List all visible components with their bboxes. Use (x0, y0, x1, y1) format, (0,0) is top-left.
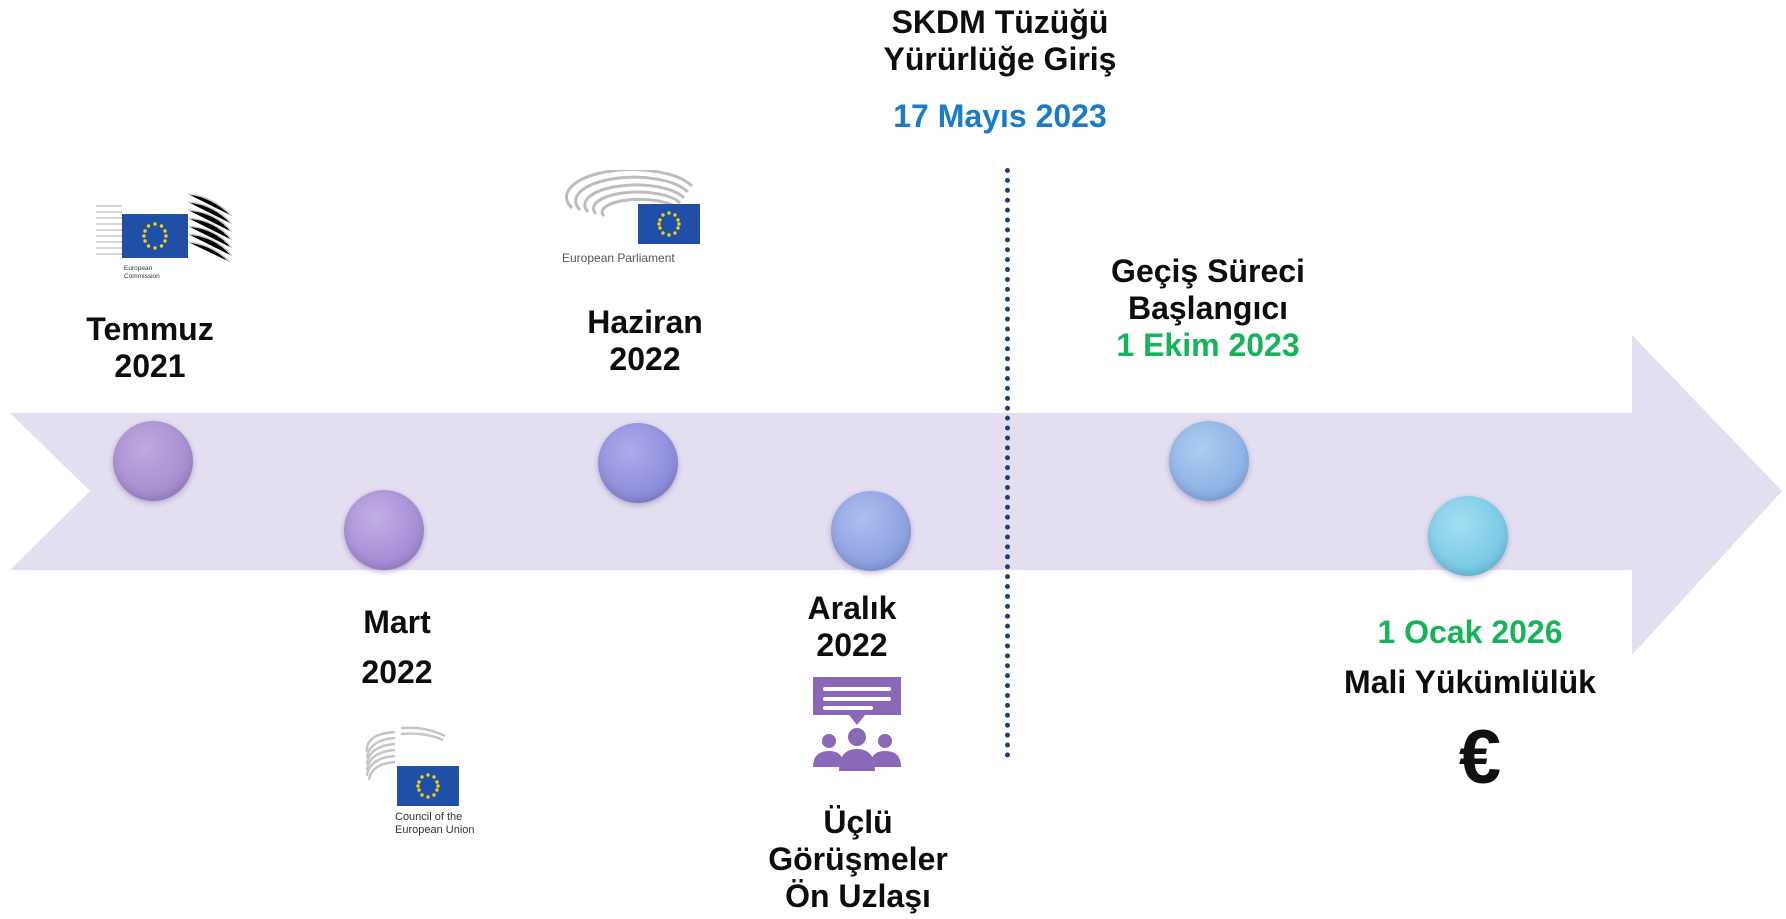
euro-icon: € (1458, 715, 1502, 800)
commission-logo-text-2: Commission (124, 273, 160, 280)
milestone-heading: SKDM Tüzüğü Yürürlüğe Giriş 17 Mayıs 202… (830, 4, 1170, 135)
timeline-dot-1 (113, 421, 193, 501)
eu-stars-icon (142, 222, 168, 250)
council-logo-text-2: European Union (395, 824, 475, 836)
node-label-line: Mali Yükümlülük (1344, 664, 1596, 700)
node-label-line: 2021 (114, 348, 186, 384)
node-label-gecis-sureci: Geçiş Süreci Başlangıcı 1 Ekim 2023 (1058, 253, 1358, 364)
node-label-line: 2022 (361, 654, 433, 690)
node-label-line: Geçiş Süreci (1111, 253, 1305, 289)
council-logo-text-1: Council of the (395, 811, 462, 823)
timeline-dot-5 (1169, 421, 1249, 501)
timeline-dot-6 (1428, 496, 1508, 576)
milestone-title-line: Yürürlüğe Giriş (883, 41, 1117, 77)
commission-logo-text-1: European (124, 265, 153, 272)
node-label-temmuz-2021: Temmuz 2021 (50, 311, 250, 385)
timeline-dot-3 (598, 423, 678, 503)
node-label-line: 2022 (816, 627, 888, 663)
european-parliament-logo: European Parliament (562, 170, 700, 265)
node-label-line: Temmuz (86, 311, 214, 347)
node-date: 1 Ekim 2023 (1116, 327, 1300, 363)
parliament-logo-text: European Parliament (562, 251, 675, 265)
node-label-line: 2022 (609, 341, 681, 377)
eu-stars-icon (416, 773, 440, 799)
node-label-haziran-2022: Haziran 2022 (545, 304, 745, 378)
trilogue-caption-line: Üçlü (823, 804, 893, 840)
trilogue-caption: Üçlü Görüşmeler Ön Uzlaşı (718, 804, 998, 915)
milestone-divider (1005, 168, 1010, 758)
node-label-aralik-2022: Aralık 2022 (752, 590, 952, 664)
european-commission-logo: European Commission (96, 193, 233, 280)
node-date: 1 Ocak 2026 (1377, 614, 1563, 650)
council-logo: Council of the European Union (365, 726, 475, 836)
node-label-mart-2022: Mart 2022 (297, 597, 497, 697)
trilogue-caption-line: Görüşmeler (768, 841, 948, 877)
node-label-line: Aralık (807, 590, 897, 626)
eu-stars-icon (657, 211, 681, 237)
meeting-icon (813, 677, 901, 771)
timeline-dot-4 (831, 491, 911, 571)
milestone-date: 17 Mayıs 2023 (893, 98, 1107, 134)
milestone-title-line: SKDM Tüzüğü (891, 4, 1109, 40)
node-label-line: Haziran (587, 304, 703, 340)
node-label-mali-yukumluluk: 1 Ocak 2026 Mali Yükümlülük (1300, 607, 1640, 707)
trilogue-caption-line: Ön Uzlaşı (785, 878, 931, 914)
node-label-line: Başlangıcı (1127, 290, 1289, 326)
node-label-line: Mart (363, 604, 431, 640)
timeline-dot-2 (344, 490, 424, 570)
